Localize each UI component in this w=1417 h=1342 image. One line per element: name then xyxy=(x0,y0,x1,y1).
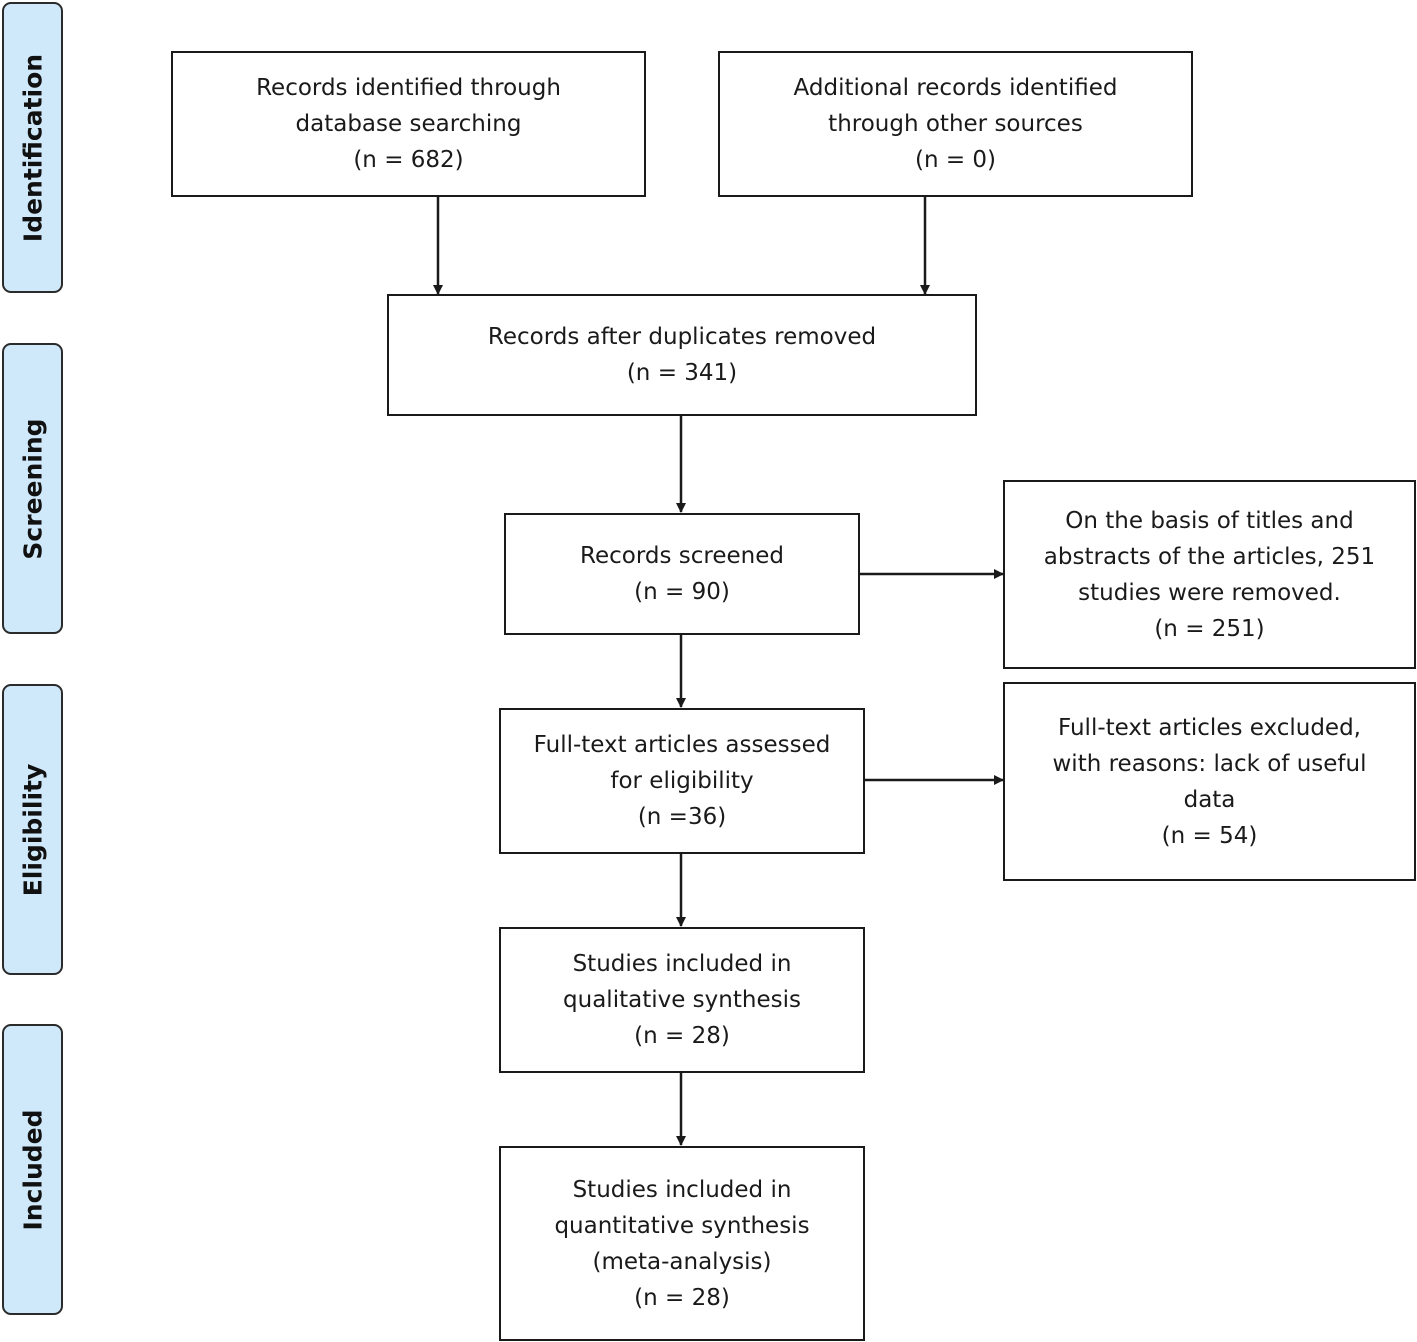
phase-eligibility-tab: Eligibility xyxy=(2,684,63,975)
database-search-count: (n = 682) xyxy=(353,147,464,173)
database-search-line1: Records identified through xyxy=(256,75,561,101)
quantitative-line1: Studies included in xyxy=(572,1176,792,1203)
quantitative-synthesis-box: Studies included in quantitative synthes… xyxy=(499,1146,865,1341)
screen-excluded-count: (n = 251) xyxy=(1154,615,1265,642)
quantitative-line3: (meta-analysis) xyxy=(592,1248,772,1275)
fulltext-excluded-line2: with reasons: lack of useful xyxy=(1052,750,1367,777)
phase-screening-label: Screening xyxy=(18,417,47,560)
screen-excluded-line2: abstracts of the articles, 251 xyxy=(1043,543,1376,570)
qualitative-synthesis-box: Studies included in qualitative synthesi… xyxy=(499,927,865,1073)
other-sources-count: (n = 0) xyxy=(914,147,997,173)
fulltext-excluded-count: (n = 54) xyxy=(1161,822,1258,849)
records-screened-box: Records screened (n = 90) xyxy=(504,513,860,635)
fulltext-excluded-line1: Full-text articles excluded, xyxy=(1058,714,1361,741)
fulltext-excluded-box: Full-text articles excluded, with reason… xyxy=(1003,682,1416,881)
fulltext-assessed-line1: Full-text articles assessed xyxy=(533,732,831,758)
other-sources-line2: through other sources xyxy=(828,111,1083,137)
other-sources-box: Additional records identified through ot… xyxy=(718,51,1193,197)
other-sources-line1: Additional records identified xyxy=(793,75,1118,101)
records-screened-line1: Records screened xyxy=(580,543,784,569)
duplicates-removed-box: Records after duplicates removed (n = 34… xyxy=(387,294,977,416)
fulltext-assessed-box: Full-text articles assessed for eligibil… xyxy=(499,708,865,854)
quantitative-count: (n = 28) xyxy=(634,1284,730,1311)
database-search-line2: database searching xyxy=(295,111,522,137)
phase-identification-tab: Identification xyxy=(2,2,63,293)
fulltext-excluded-line3: data xyxy=(1183,786,1236,813)
fulltext-assessed-count: (n =36) xyxy=(637,804,727,830)
phase-included-tab: Included xyxy=(2,1024,63,1315)
phase-included-label: Included xyxy=(18,1108,47,1231)
screen-excluded-line3: studies were removed. xyxy=(1078,579,1341,606)
phase-screening-tab: Screening xyxy=(2,343,63,634)
duplicates-removed-count: (n = 341) xyxy=(626,360,738,386)
phase-eligibility-label: Eligibility xyxy=(18,763,47,896)
phase-identification-label: Identification xyxy=(18,53,47,242)
database-search-box: Records identified through database sear… xyxy=(171,51,646,197)
screen-excluded-line1: On the basis of titles and xyxy=(1065,507,1354,534)
fulltext-assessed-line2: for eligibility xyxy=(610,768,754,794)
duplicates-removed-line1: Records after duplicates removed xyxy=(487,324,877,350)
screen-excluded-box: On the basis of titles and abstracts of … xyxy=(1003,480,1416,669)
records-screened-count: (n = 90) xyxy=(634,579,730,605)
qualitative-line2: qualitative synthesis xyxy=(563,987,801,1013)
qualitative-count: (n = 28) xyxy=(634,1023,730,1049)
qualitative-line1: Studies included in xyxy=(572,951,792,977)
quantitative-line2: quantitative synthesis xyxy=(554,1212,810,1239)
